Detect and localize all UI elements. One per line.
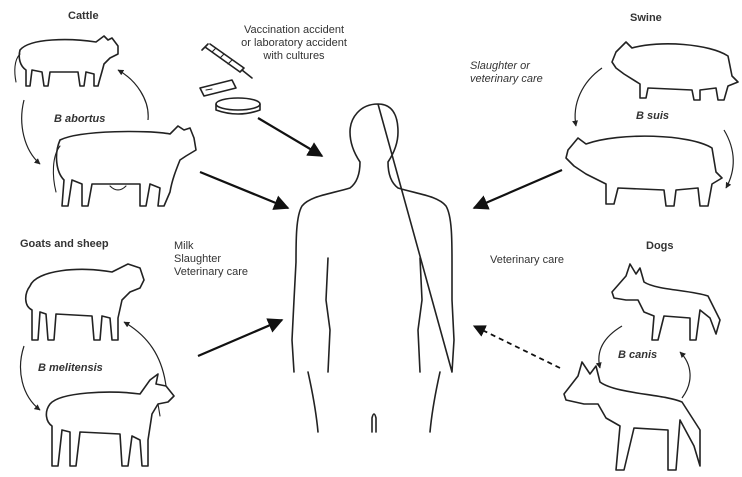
test-tube-icon <box>200 80 236 96</box>
label-goat-route-line-2: Slaughter <box>174 253 284 266</box>
human-outline <box>292 104 454 372</box>
label-lab-line-1: Vaccination accident <box>228 24 360 37</box>
cattle-cycle-arrow-left <box>22 100 40 164</box>
arrow-cattle-to-human <box>200 172 288 208</box>
arrow-dogs-to-human <box>474 326 560 368</box>
label-lab-accident: Vaccination accident or laboratory accid… <box>228 24 360 63</box>
pig-top-icon <box>612 42 738 100</box>
label-b-abortus: B abortus <box>54 113 105 126</box>
swine-cycle-arrow-right <box>724 130 733 188</box>
label-b-canis: B canis <box>618 349 657 362</box>
goat-icon <box>46 374 174 466</box>
petri-dish-icon <box>216 98 260 114</box>
label-goats-sheep: Goats and sheep <box>20 238 109 251</box>
label-goat-route: Milk Slaughter Veterinary care <box>174 240 284 279</box>
human-torso-left <box>308 372 318 432</box>
cattle-cycle-arrow-right <box>118 70 148 120</box>
human-torso-right <box>430 372 440 432</box>
arrow-swine-to-human <box>474 170 562 208</box>
goat-cycle-arrow-right <box>124 322 166 386</box>
label-lab-line-2: or laboratory accident <box>228 37 360 50</box>
label-b-melitensis: B melitensis <box>38 362 103 375</box>
label-swine-route: Slaughter or veterinary care <box>470 60 580 86</box>
label-swine-route-line-1: Slaughter or <box>470 60 580 73</box>
label-goat-route-line-3: Veterinary care <box>174 266 284 279</box>
label-swine-route-line-2: veterinary care <box>470 73 580 86</box>
label-cattle: Cattle <box>68 10 99 23</box>
goat-cycle-arrow-left <box>21 346 40 410</box>
label-dog-route: Veterinary care <box>490 254 564 267</box>
arrow-lab-to-human <box>258 118 322 156</box>
dog-cycle-arrow-right <box>680 352 690 398</box>
human-right-arm-inner <box>418 258 422 372</box>
label-goat-route-line-1: Milk <box>174 240 284 253</box>
label-dogs: Dogs <box>646 240 674 253</box>
label-lab-line-3: with cultures <box>228 50 360 63</box>
label-swine: Swine <box>630 12 662 25</box>
cow-bottom-icon <box>53 126 196 206</box>
label-b-suis: B suis <box>636 110 669 123</box>
dog-bottom-icon <box>564 362 700 470</box>
human-navel <box>372 414 376 432</box>
sheep-icon <box>26 264 144 340</box>
arrow-goats-to-human <box>198 320 282 356</box>
cow-top-icon <box>15 36 118 86</box>
human-left-arm-inner <box>326 258 330 372</box>
pig-bottom-icon <box>566 136 722 206</box>
dog-top-icon <box>612 264 720 340</box>
